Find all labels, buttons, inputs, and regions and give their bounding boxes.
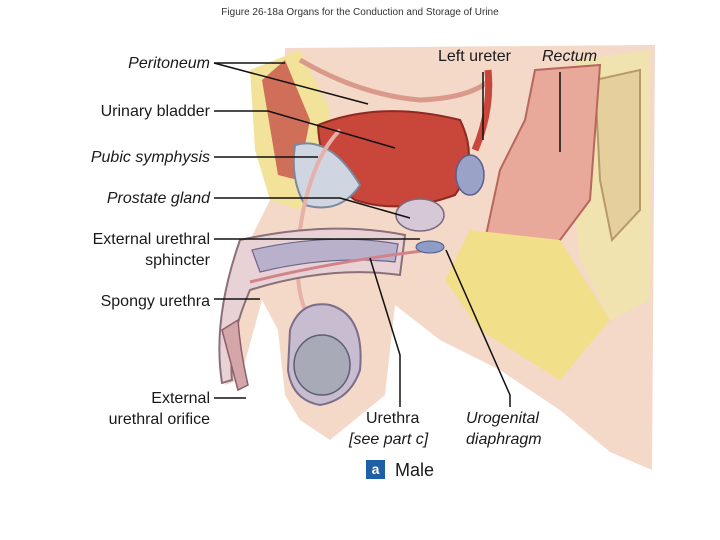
- seminal-vesicle: [455, 154, 485, 196]
- urogenital-diaphragm: [415, 240, 445, 254]
- panel-caption: Male: [395, 460, 435, 480]
- figure-title: Figure 26-18a Organs for the Conduction …: [221, 7, 499, 18]
- label-external-urethral-sphincter-1: External urethral: [92, 231, 210, 248]
- leader-lines: [213, 62, 561, 407]
- label-urethra-1: Urethra: [366, 410, 420, 427]
- panel-letter-badge: a: [366, 460, 385, 479]
- sacrum-bone: [593, 68, 641, 243]
- leader-urethra: [369, 257, 401, 407]
- label-peritoneum: Peritoneum: [128, 55, 210, 72]
- leader-urogenital-diaphragm: [445, 249, 511, 407]
- peritoneum-layer: [298, 57, 492, 103]
- glans: [221, 318, 249, 392]
- label-left-ureter: Left ureter: [438, 48, 511, 65]
- label-external-urethral-orifice-1: External: [151, 390, 210, 407]
- label-urinary-bladder: Urinary bladder: [100, 103, 210, 120]
- label-external-urethral-sphincter-2: sphincter: [145, 252, 210, 269]
- perineal-fat: [445, 230, 610, 380]
- label-urethra-2: [see part c]: [349, 431, 429, 448]
- label-urogenital-2: diaphragm: [466, 431, 542, 448]
- prostate-gland: [395, 198, 445, 232]
- label-prostate-gland: Prostate gland: [106, 190, 210, 207]
- leader-prostate-gland: [214, 197, 411, 219]
- spongy-urethra-line: [249, 248, 431, 284]
- testis: [293, 334, 351, 396]
- label-external-urethral-orifice-2: urethral orifice: [108, 411, 210, 428]
- label-pubic-symphysis: Pubic symphysis: [90, 149, 210, 166]
- leader-urinary-bladder: [214, 110, 396, 149]
- left-ureter: [471, 69, 493, 152]
- label-spongy-urethra: Spongy urethra: [100, 293, 210, 310]
- label-urogenital-1: Urogenital: [466, 410, 539, 427]
- label-rectum: Rectum: [542, 48, 598, 65]
- leader-peritoneum-2: [213, 62, 369, 105]
